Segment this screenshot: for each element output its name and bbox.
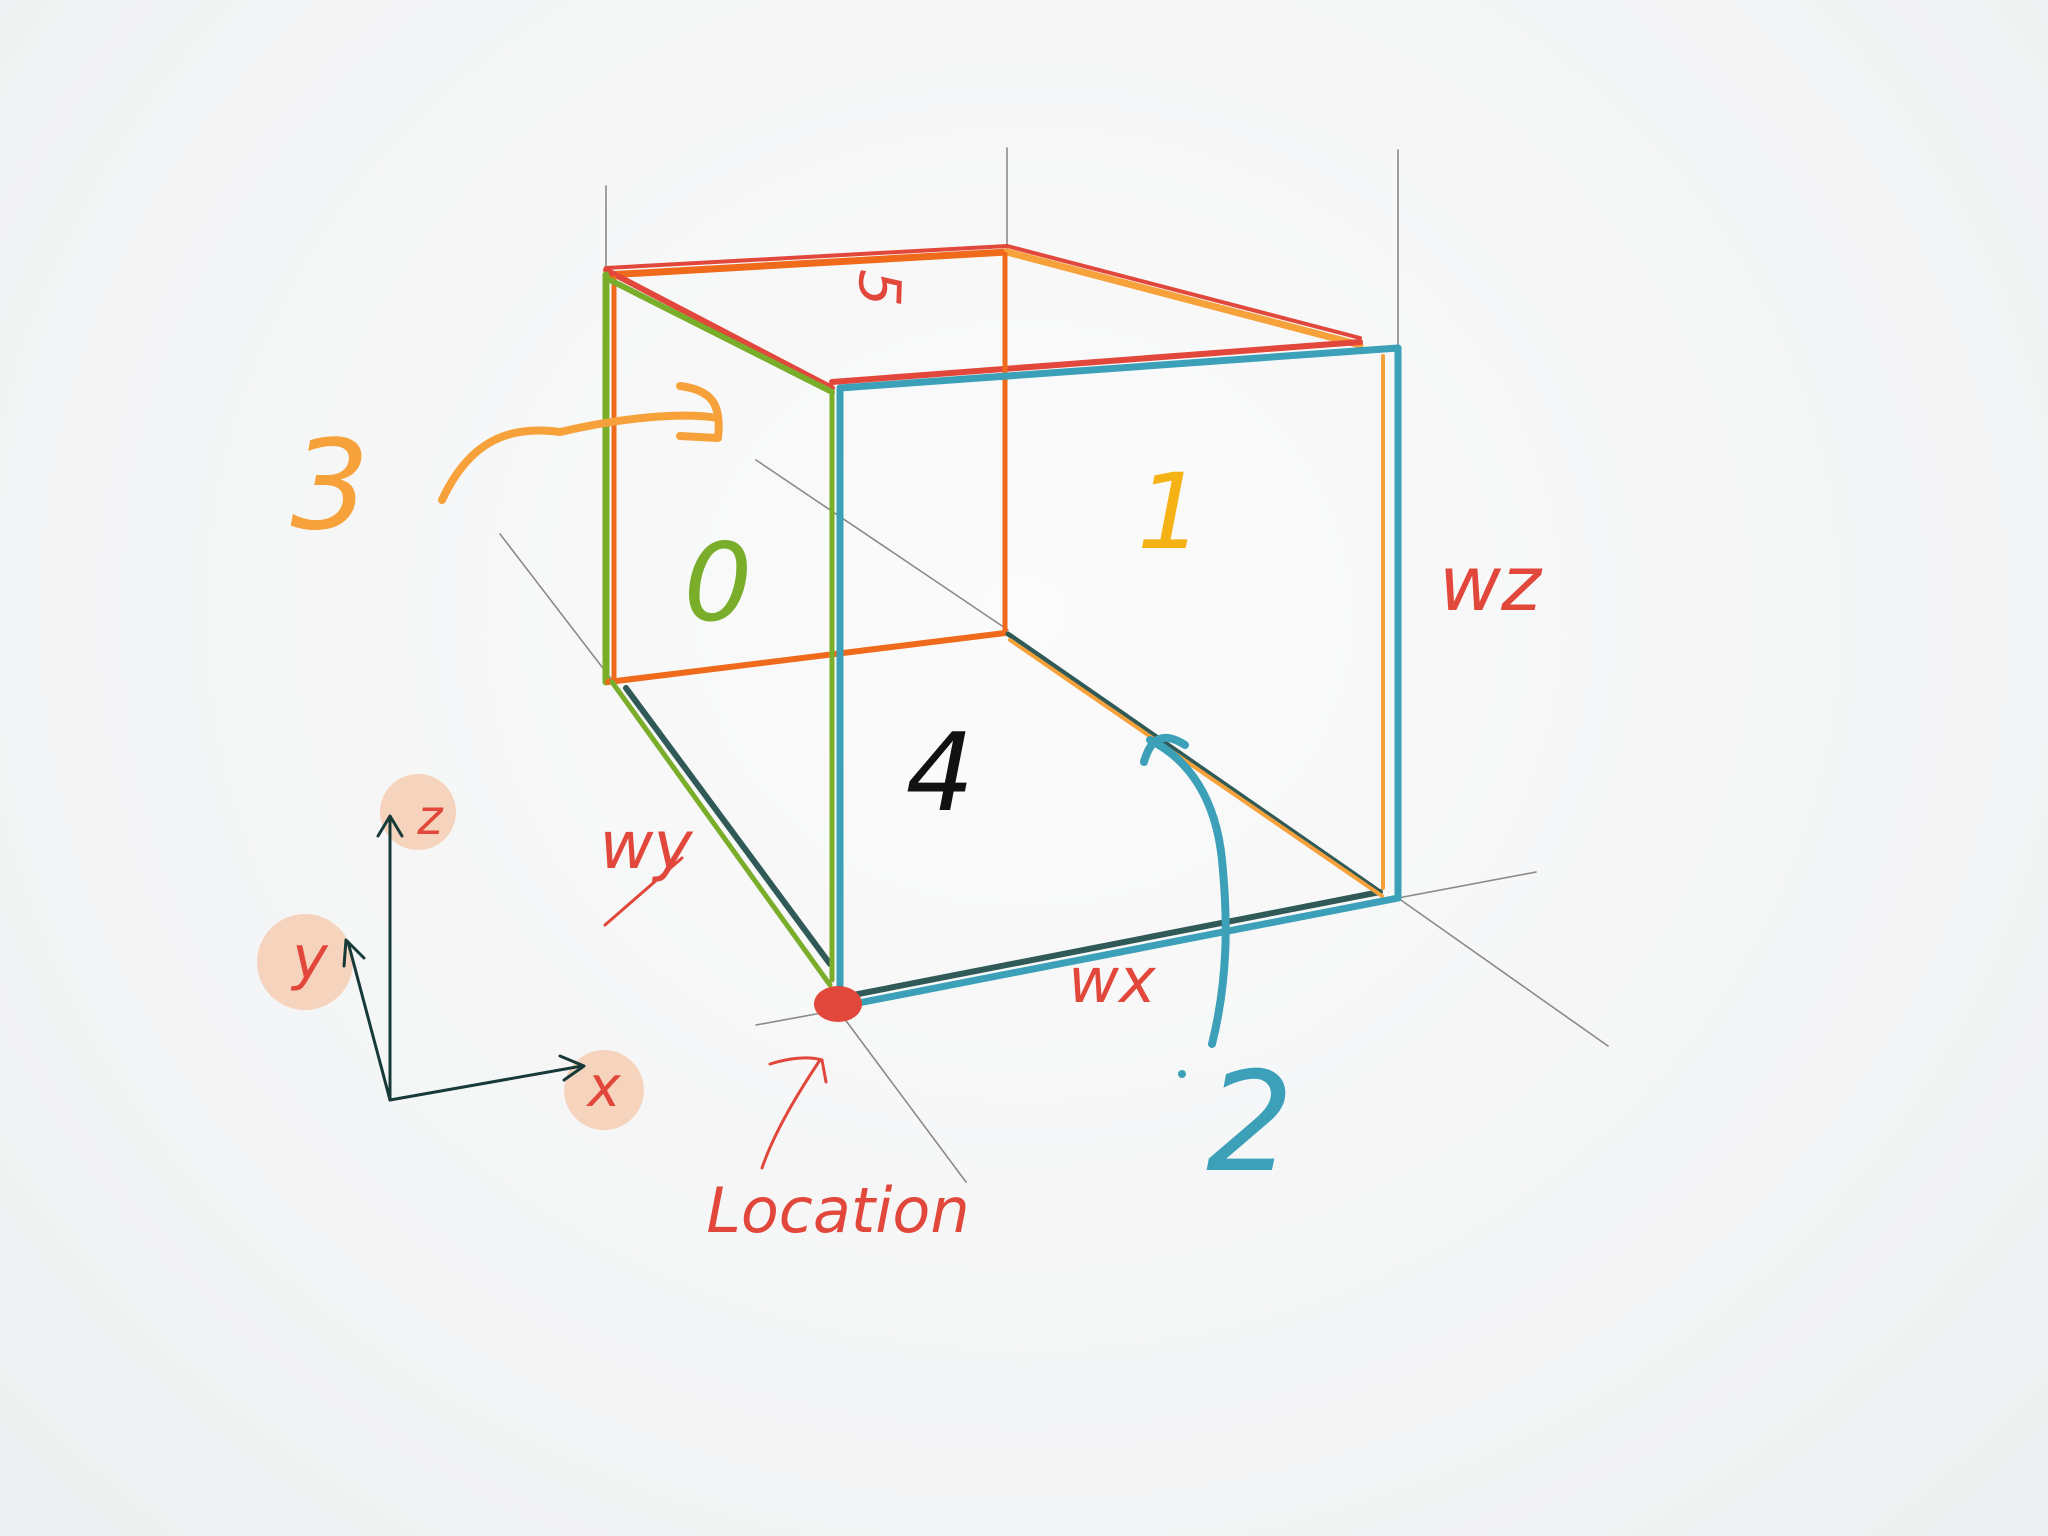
face-2-arrow xyxy=(1140,733,1230,1048)
bottom-face-bottom-edge xyxy=(605,630,1008,685)
axis-label-z: z xyxy=(416,790,444,846)
face-label-2: 2 xyxy=(1206,1042,1294,1203)
face-3-arrow xyxy=(438,382,723,504)
top-face-back-edge-red xyxy=(604,244,1009,270)
face-2-dot xyxy=(1178,1070,1186,1078)
axis-label-y: y xyxy=(290,923,329,993)
top-face-right-edge xyxy=(1003,248,1364,349)
y-axis-line xyxy=(346,940,392,1102)
location-label: Location xyxy=(706,1174,969,1247)
location-dot xyxy=(814,986,862,1022)
y-axis-highlight xyxy=(257,914,353,1010)
face-label-0: 0 xyxy=(684,521,753,646)
x-axis-line xyxy=(388,1064,584,1102)
construction-lines xyxy=(499,147,1609,1183)
face-label-4: 4 xyxy=(906,711,975,836)
back-face-right-orange-edge xyxy=(1008,638,1384,898)
top-face xyxy=(602,244,1364,391)
axis-label-x: x xyxy=(585,1055,621,1120)
back-face-left-green-edge xyxy=(609,679,833,988)
x-axis-arrowhead xyxy=(558,1054,586,1082)
guide-line-right-extension xyxy=(1397,871,1537,899)
wy-pointer xyxy=(603,856,684,927)
y-axis-arrowhead xyxy=(342,938,366,968)
bottom-face xyxy=(602,251,1008,686)
guide-line-back-depth xyxy=(755,459,1009,631)
guide-line-front-depth xyxy=(837,1009,967,1183)
dimension-label-wx: wx xyxy=(1068,944,1157,1017)
back-face xyxy=(609,631,1384,999)
face-label-1: 1 xyxy=(1137,451,1203,573)
front-face xyxy=(829,344,1402,1009)
back-face-left-edge xyxy=(623,685,833,967)
location-arrow xyxy=(760,1056,828,1170)
face-label-5: 5 xyxy=(845,268,914,307)
bottom-face-top-green-edge xyxy=(603,275,835,395)
front-face-bottom-edge xyxy=(844,894,1402,1009)
top-face-right-edge-red xyxy=(1005,244,1362,340)
top-face-back-edge xyxy=(602,248,1011,279)
back-face-right-edge xyxy=(1005,631,1383,895)
guide-line-left-depth xyxy=(499,533,613,681)
face-label-3: 3 xyxy=(291,414,370,558)
z-axis-arrowhead xyxy=(376,814,404,838)
guide-line-right-depth xyxy=(1397,897,1609,1047)
front-face-top-edge xyxy=(836,344,1402,392)
top-face-front-edge xyxy=(829,339,1363,385)
x-axis-highlight xyxy=(564,1050,644,1130)
back-face-bottom-edge xyxy=(845,889,1383,999)
axis-gizmo xyxy=(257,774,644,1130)
top-face-left-edge xyxy=(603,267,835,391)
dimension-label-wy: wy xyxy=(599,807,693,884)
dimension-label-wz: wz xyxy=(1439,539,1543,628)
